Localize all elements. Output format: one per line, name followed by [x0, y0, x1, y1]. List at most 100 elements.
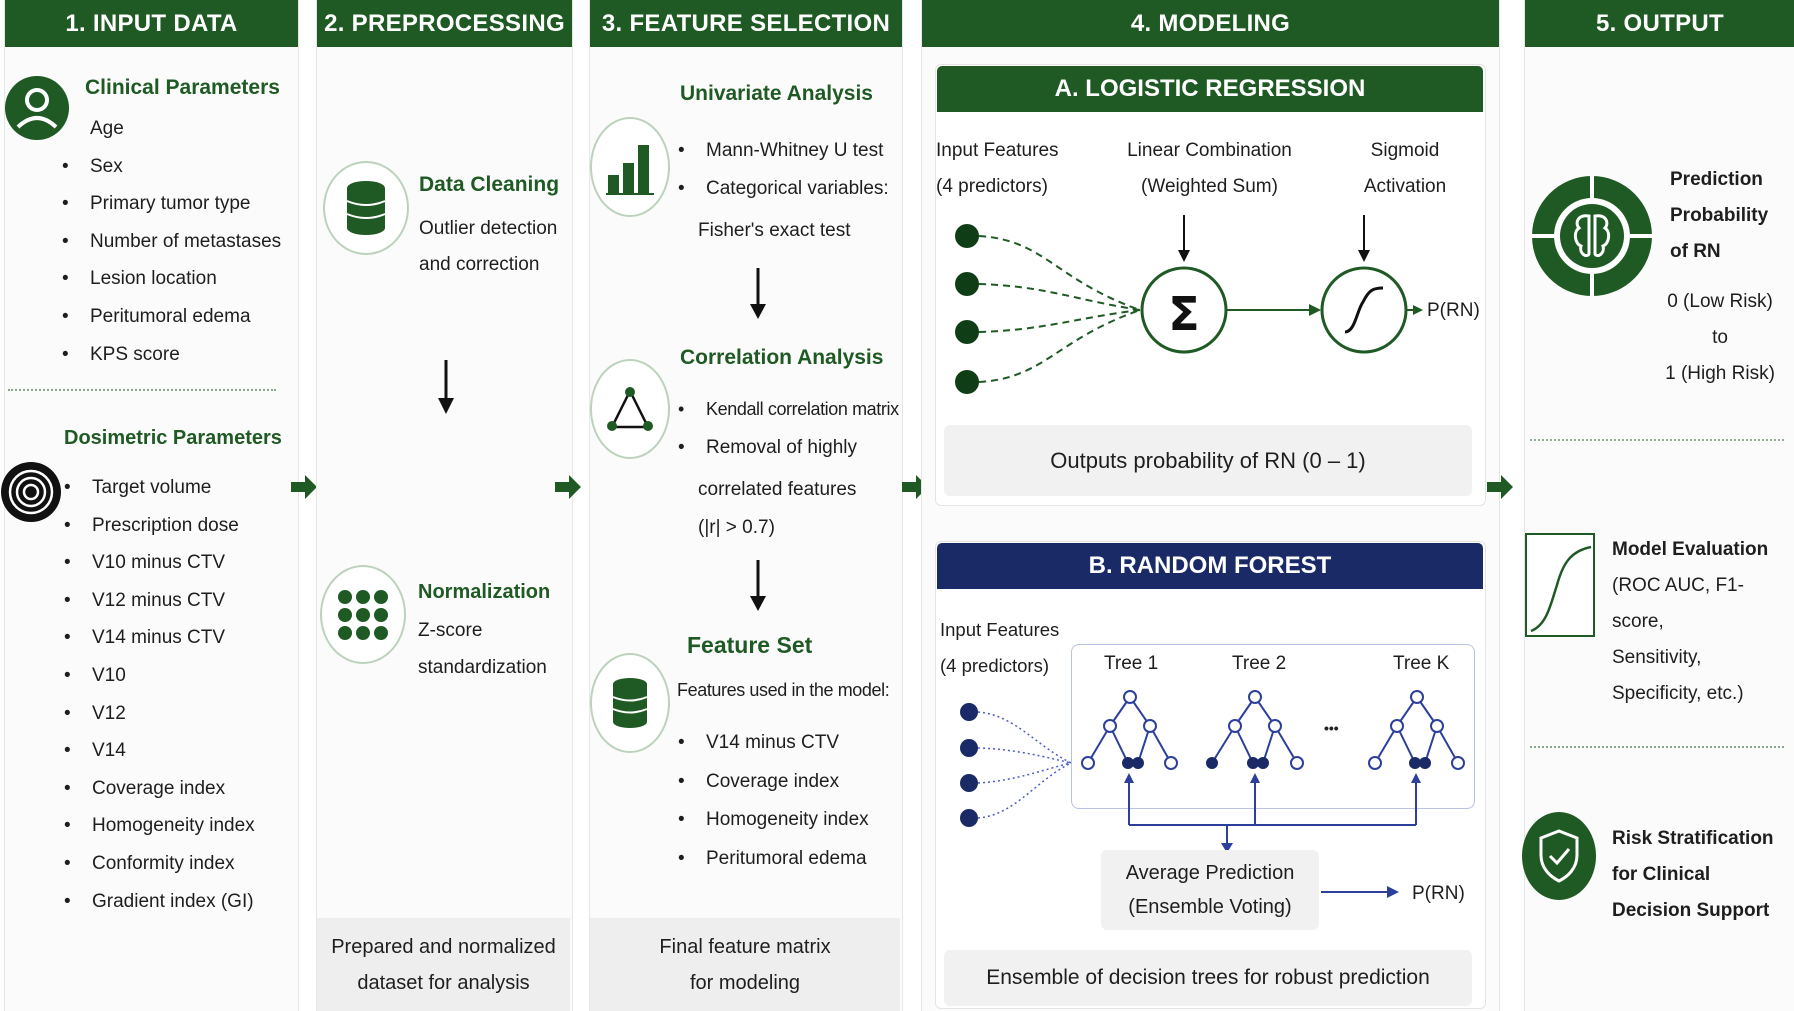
risk-range-high: 1 (High Risk): [1665, 363, 1775, 384]
correlation-item: Kendall correlation matrix: [678, 391, 908, 429]
down-arrow-icon: [750, 560, 766, 611]
clinical-item: Primary tumor type: [62, 185, 302, 223]
clinical-item: KPS score: [62, 336, 302, 374]
univariate-item-continued: Fisher's exact test: [698, 220, 851, 241]
clinical-item: Peritumoral edema: [62, 298, 302, 336]
random-forest-header: B. RANDOM FOREST: [937, 543, 1483, 589]
lr-linear-label: Linear Combination (Weighted Sum): [1102, 133, 1317, 205]
clinical-item: Age: [90, 118, 124, 139]
lr-input-node: [955, 224, 979, 248]
univariate-item: Categorical variables:: [678, 170, 908, 208]
feature-item: Peritumoral edema: [678, 840, 908, 879]
risk-range: 0 (Low Risk) to 1 (High Risk): [1655, 284, 1785, 392]
feature-set-list: V14 minus CTV Coverage index Homogeneity…: [678, 724, 908, 878]
lr-summary-box: Outputs probability of RN (0 – 1): [944, 425, 1472, 496]
model-evaluation-line4: Specificity, etc.): [1612, 683, 1744, 704]
person-icon: [4, 75, 70, 141]
feature-selection-footer-line2: for modeling: [689, 971, 801, 994]
prediction-line2: Probability: [1670, 205, 1769, 226]
average-prediction-box: Average Prediction (Ensemble Voting): [1101, 850, 1319, 930]
lr-output-label: P(RN): [1427, 300, 1480, 321]
output-divider: [1530, 746, 1784, 748]
dosimetric-item: V10: [64, 657, 304, 695]
lr-linear-line1: Linear Combination: [1127, 140, 1292, 161]
correlation-item: Removal of highly: [678, 429, 908, 467]
feature-selection-footer: Final feature matrix for modeling: [590, 918, 900, 1011]
lr-sigmoid-line2: Activation: [1363, 176, 1447, 197]
shield-check-icon: [1521, 811, 1597, 901]
lr-linear-line2: (Weighted Sum): [1141, 176, 1278, 197]
average-prediction-line1: Average Prediction: [1125, 862, 1295, 884]
dosimetric-item: Prescription dose: [64, 507, 304, 545]
univariate-list: Mann-Whitney U test Categorical variable…: [678, 132, 908, 207]
rf-input-label: Input Features (4 predictors): [940, 612, 1059, 684]
clinical-parameters-title: Clinical Parameters: [85, 76, 280, 99]
tree-2: [1211, 696, 1298, 764]
risk-stratification-label: Risk Stratification for Clinical Decisio…: [1612, 821, 1774, 929]
down-arrow-icon: [438, 360, 454, 414]
data-cleaning-line2: and correction: [419, 254, 540, 275]
roc-curve-icon: [1525, 533, 1595, 637]
dosimetric-item: Target volume: [64, 469, 304, 507]
random-forest-panel: [935, 541, 1486, 1009]
correlation-list: Kendall correlation matrix Removal of hi…: [678, 391, 908, 466]
feature-set-intro: Features used in the model:: [677, 680, 890, 700]
dosimetric-parameters-title: Dosimetric Parameters: [64, 427, 282, 449]
logistic-regression-header: A. LOGISTIC REGRESSION: [937, 66, 1483, 112]
preprocessing-footer: Prepared and normalized dataset for anal…: [317, 918, 570, 1011]
prediction-line3: of RN: [1670, 241, 1721, 262]
sum-node: [1140, 266, 1228, 354]
feature-item: Coverage index: [678, 763, 908, 802]
rf-input-line2: (4 predictors): [940, 655, 1049, 676]
correlation-threshold: (|r| > 0.7): [698, 517, 775, 538]
random-forest-diagram: [960, 690, 1465, 898]
tree-2-label: Tree 2: [1232, 653, 1287, 674]
normalization-line2: standardization: [418, 657, 547, 678]
tree-1: [1087, 696, 1172, 764]
rf-output-label: P(RN): [1412, 883, 1465, 904]
data-cleaning-title: Data Cleaning: [419, 173, 560, 196]
brain-gauge-icon: [1531, 172, 1653, 300]
rf-input-node: [960, 703, 978, 721]
dosimetric-item: Gradient index (GI): [64, 883, 304, 921]
bar-chart-icon: [590, 117, 670, 217]
lr-input-node: [955, 272, 979, 296]
clinical-parameters-list: Age Sex Primary tumor type Number of met…: [62, 110, 302, 373]
lr-input-node: [955, 370, 979, 394]
lr-input-line2: (4 predictors): [936, 176, 1048, 197]
data-cleaning-line1: Outlier detection: [419, 218, 558, 239]
feature-item: Homogeneity index: [678, 801, 908, 840]
lr-input-node: [955, 320, 979, 344]
preprocessing-header: 2. PREPROCESSING: [317, 0, 572, 47]
input-data-header: 1. INPUT DATA: [5, 0, 298, 47]
dosimetric-item: V14: [64, 732, 304, 770]
output-divider: [1530, 439, 1784, 441]
flow-arrow-icon: [291, 475, 317, 499]
feature-set-title: Feature Set: [687, 632, 813, 658]
risk-stratification-line1: Risk Stratification: [1612, 828, 1774, 849]
clinical-item: Number of metastases: [62, 223, 302, 261]
preprocessing-footer-line2: dataset for analysis: [357, 971, 530, 994]
target-icon: [0, 458, 62, 526]
clinical-item: Lesion location: [62, 260, 302, 298]
grid-dots-icon: [320, 565, 406, 664]
dosimetric-item: Coverage index: [64, 770, 304, 808]
model-evaluation-line2: (ROC AUC, F1-score,: [1612, 575, 1744, 632]
lr-sigmoid-label: Sigmoid Activation: [1340, 133, 1470, 205]
correlation-item-continued: correlated features: [698, 479, 857, 500]
rf-summary-box: Ensemble of decision trees for robust pr…: [944, 950, 1472, 1006]
rf-input-node: [960, 809, 978, 827]
feature-selection-header: 3. FEATURE SELECTION: [590, 0, 902, 47]
preprocessing-footer-line1: Prepared and normalized: [331, 935, 556, 958]
tree-k-label: Tree K: [1393, 653, 1450, 674]
normalization-line1: Z-score: [418, 620, 483, 641]
prediction-line1: Prediction: [1670, 169, 1763, 190]
risk-stratification-line2: for Clinical: [1612, 864, 1711, 885]
flow-arrow-icon: [555, 475, 581, 499]
sum-symbol: Σ: [1168, 287, 1200, 341]
rf-input-line1: Input Features: [940, 619, 1060, 640]
correlation-analysis-title: Correlation Analysis: [680, 346, 884, 369]
feature-item: V14 minus CTV: [678, 724, 908, 763]
univariate-item: Mann-Whitney U test: [678, 132, 908, 170]
rf-input-node: [960, 774, 978, 792]
